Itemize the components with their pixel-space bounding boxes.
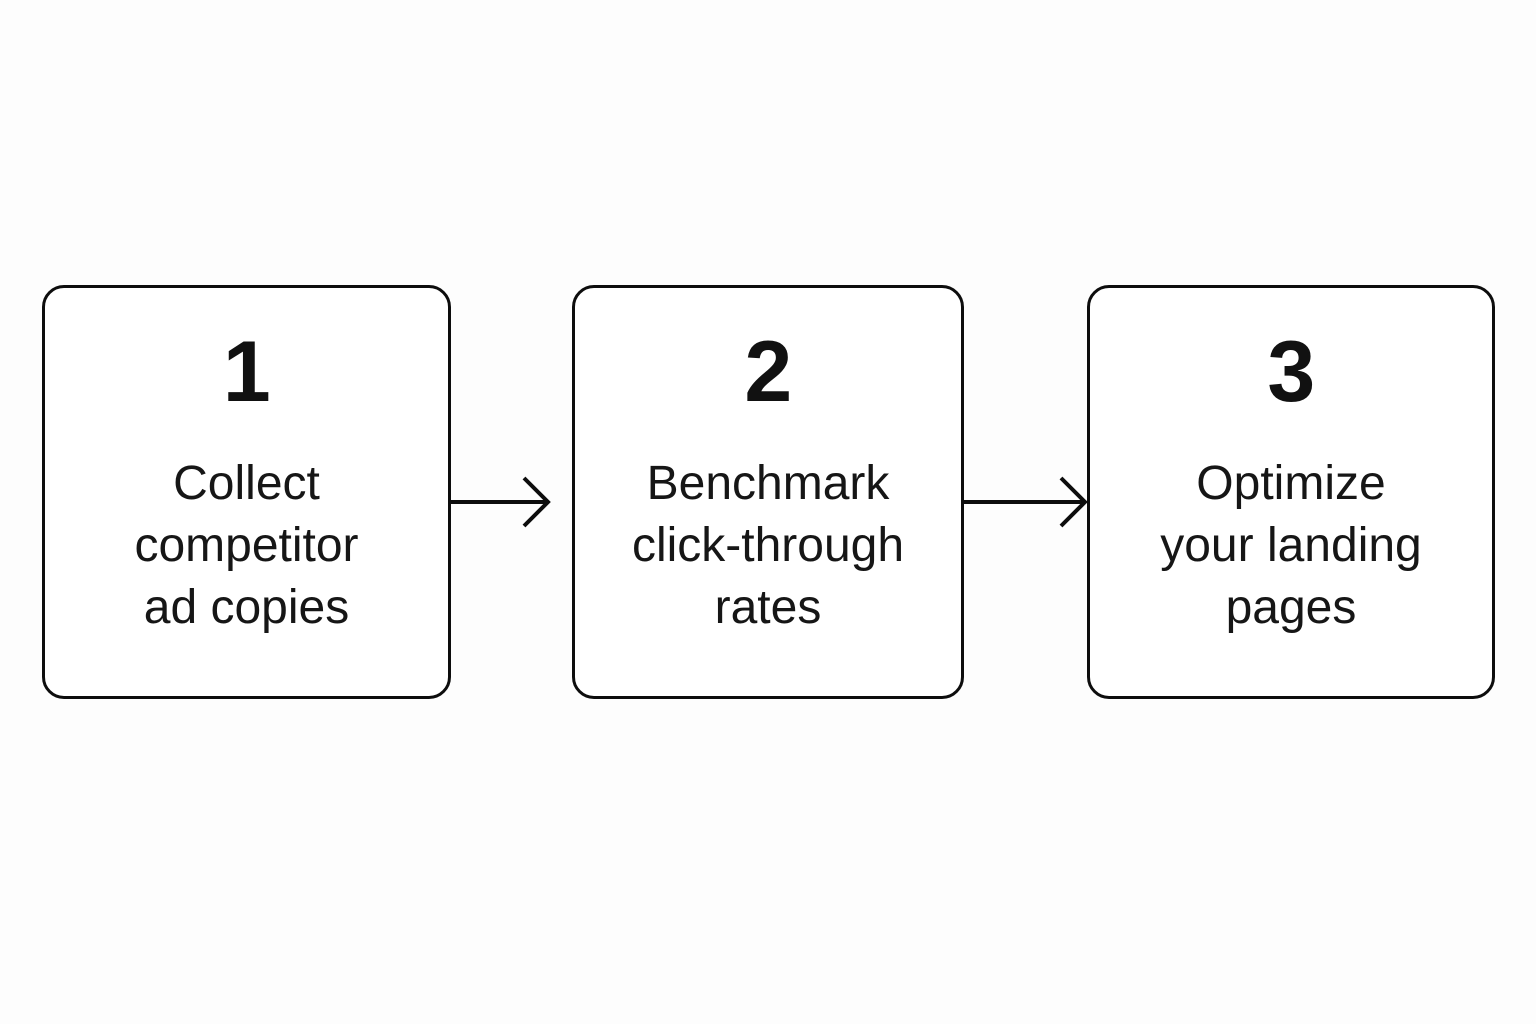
step-number-3: 3 (1267, 324, 1315, 420)
step-number-1: 1 (222, 324, 271, 420)
step-number-2: 2 (744, 324, 792, 420)
step-label-2: Benchmark click-through rates (631, 457, 905, 634)
step-label-3: Optimize your landing pages (1160, 457, 1422, 634)
arrow-step1-to-step2 (448, 472, 552, 532)
step-box-3[interactable]: 3 Optimize your landing pages (1087, 285, 1495, 699)
step-box-1[interactable]: 1 Collect competitor ad copies (42, 285, 451, 699)
step-label-1: Collect competitor ad copies (134, 457, 359, 634)
arrow-step2-to-step3 (961, 472, 1089, 532)
step-box-2[interactable]: 2 Benchmark click-through rates (572, 285, 964, 699)
